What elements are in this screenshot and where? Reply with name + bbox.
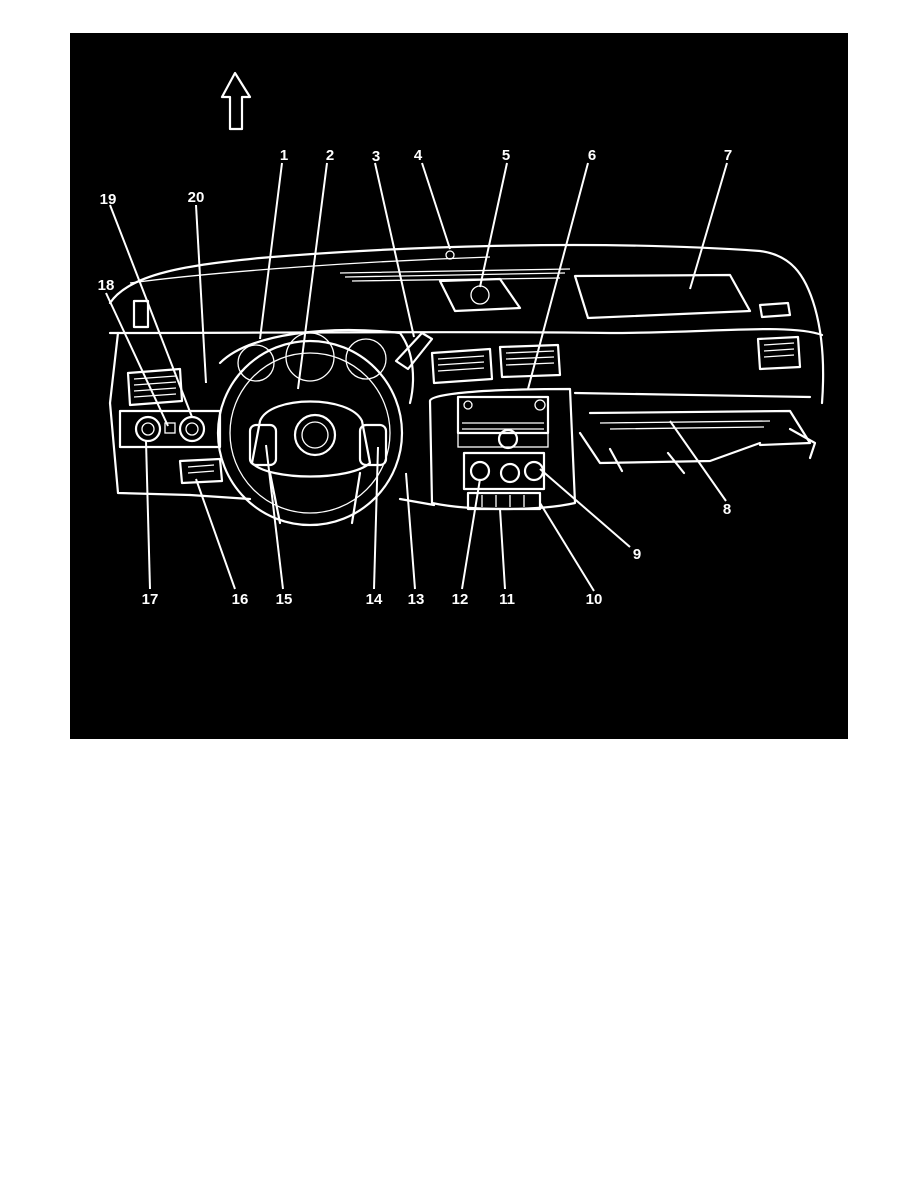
callout-20: 20 [188,189,205,206]
callout-17: 17 [142,591,159,608]
up-arrow-icon [220,71,252,131]
callout-4: 4 [414,147,423,164]
callout-13: 13 [408,591,425,608]
callout-7: 7 [724,147,732,164]
instrument-panel-drawing [108,243,825,527]
callout-10: 10 [586,591,603,608]
callout-3: 3 [372,148,380,165]
callout-14: 14 [366,591,383,608]
callout-19: 19 [100,191,117,208]
callout-8: 8 [723,501,731,518]
leader-lines [105,162,728,592]
callout-16: 16 [232,591,249,608]
callout-5: 5 [502,147,510,164]
callout-15: 15 [276,591,293,608]
callout-6: 6 [588,147,596,164]
callout-18: 18 [98,277,115,294]
callout-11: 11 [499,591,515,608]
callout-labels: 1 2 3 4 5 6 7 8 9 10 11 12 13 14 15 16 1… [98,147,733,608]
dashboard-diagram: 1 2 3 4 5 6 7 8 9 10 11 12 13 14 15 16 1… [70,33,848,739]
callout-12: 12 [452,591,469,608]
callout-1: 1 [280,147,288,164]
callout-2: 2 [326,147,334,164]
callout-9: 9 [633,546,641,563]
